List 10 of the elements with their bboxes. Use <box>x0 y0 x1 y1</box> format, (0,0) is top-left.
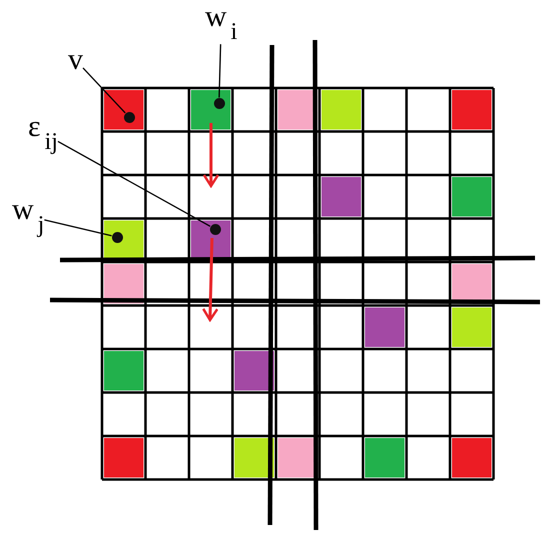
variable-label: v <box>68 45 83 75</box>
arrow <box>202 238 219 322</box>
variable-label: ε$_{ij}$ <box>28 112 58 154</box>
variable-label: w$_{i}$ <box>205 2 238 44</box>
leader-line <box>82 68 126 114</box>
variable-label: w$_{j}$ <box>12 195 44 238</box>
leader-line <box>44 219 112 236</box>
leader-line <box>58 140 211 227</box>
arrow <box>202 123 220 188</box>
leader-line <box>218 44 222 98</box>
